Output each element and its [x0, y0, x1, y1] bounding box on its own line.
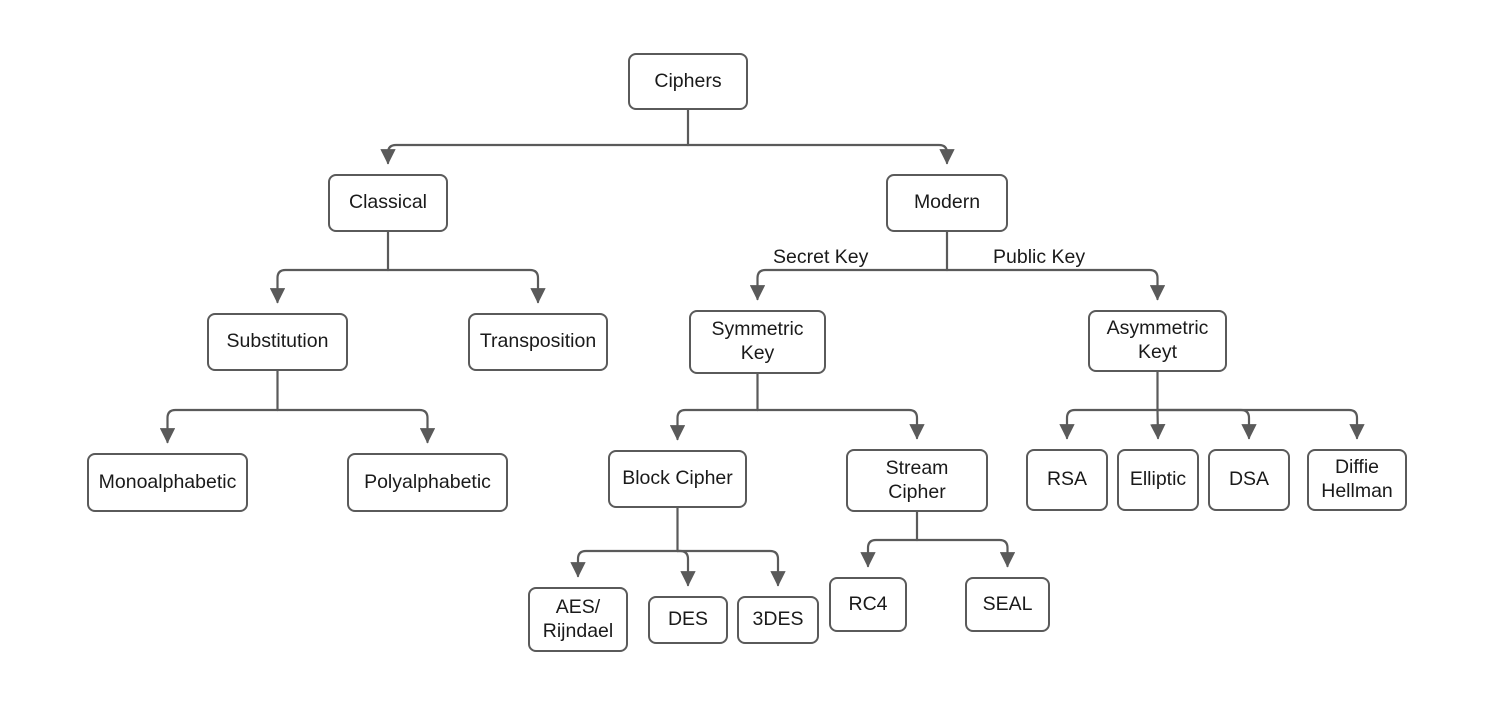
- node-block[interactable]: Block Cipher: [608, 450, 747, 508]
- edge-stream-to-seal: [915, 538, 1016, 568]
- edge-substitution-to-polyalphabetic: [276, 408, 436, 444]
- edge-modern-to-symmetric: [749, 268, 949, 301]
- edge-block-to-tripledes: [676, 549, 786, 587]
- node-polyalphabetic[interactable]: Polyalphabetic: [347, 453, 508, 512]
- node-substitution[interactable]: Substitution: [207, 313, 348, 371]
- edge-asymmetric-to-elliptic: [1150, 408, 1166, 440]
- node-monoalphabetic[interactable]: Monoalphabetic: [87, 453, 248, 512]
- edge-substitution-to-monoalphabetic: [159, 408, 279, 444]
- node-transposition[interactable]: Transposition: [468, 313, 608, 371]
- edge-symmetric-to-stream: [756, 408, 925, 440]
- edge-modern-to-asymmetric: [945, 268, 1166, 301]
- edge-label-secret-key: Secret Key: [773, 246, 869, 268]
- node-tripledes[interactable]: 3DES: [737, 596, 819, 644]
- edge-asymmetric-to-diffie: [1156, 408, 1365, 440]
- node-diffie[interactable]: Diffie Hellman: [1307, 449, 1407, 511]
- edge-label-public-key: Public Key: [993, 246, 1086, 268]
- edge-symmetric-to-block: [669, 408, 759, 441]
- node-rsa[interactable]: RSA: [1026, 449, 1108, 511]
- node-modern[interactable]: Modern: [886, 174, 1008, 232]
- edge-ciphers-to-classical: [380, 143, 690, 165]
- edge-classical-to-transposition: [386, 268, 546, 304]
- edge-stream-to-rc4: [860, 538, 919, 568]
- node-classical[interactable]: Classical: [328, 174, 448, 232]
- edge-ciphers-to-modern: [686, 143, 955, 165]
- edge-block-to-aes: [570, 549, 679, 578]
- node-des[interactable]: DES: [648, 596, 728, 644]
- edge-asymmetric-to-rsa: [1059, 408, 1159, 440]
- edge-block-to-des: [676, 549, 696, 587]
- node-elliptic[interactable]: Elliptic: [1117, 449, 1199, 511]
- node-stream[interactable]: Stream Cipher: [846, 449, 988, 512]
- node-seal[interactable]: SEAL: [965, 577, 1050, 632]
- node-dsa[interactable]: DSA: [1208, 449, 1290, 511]
- edge-asymmetric-to-dsa: [1156, 408, 1257, 440]
- edge-classical-to-substitution: [269, 268, 390, 304]
- node-symmetric[interactable]: Symmetric Key: [689, 310, 826, 374]
- node-aes[interactable]: AES/ Rijndael: [528, 587, 628, 652]
- node-rc4[interactable]: RC4: [829, 577, 907, 632]
- node-asymmetric[interactable]: Asymmetric Keyt: [1088, 310, 1227, 372]
- node-ciphers[interactable]: Ciphers: [628, 53, 748, 110]
